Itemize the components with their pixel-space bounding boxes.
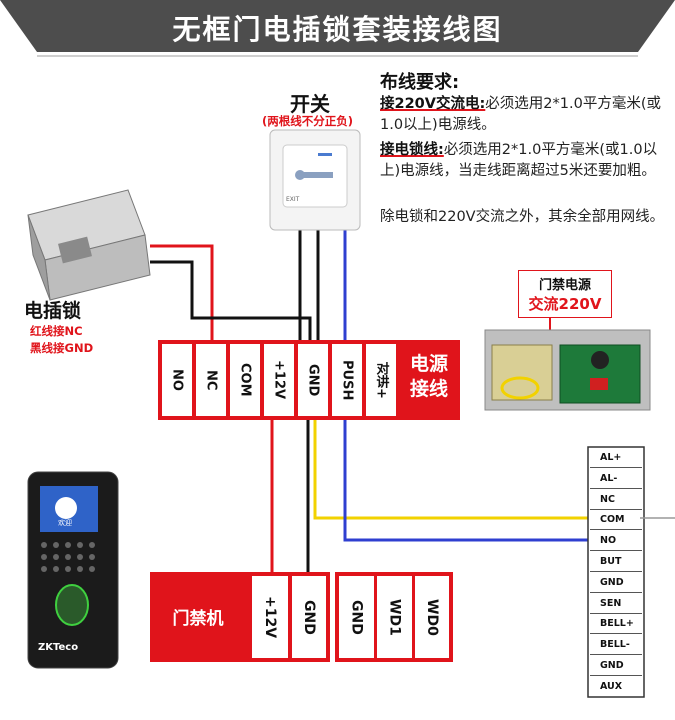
right-terminal-pin: BELL+: [590, 614, 642, 635]
right-terminal-pin: GND: [590, 656, 642, 676]
right-terminal-pin: COM: [590, 510, 642, 531]
requirement-2-em: 接电锁线:: [380, 142, 444, 158]
controller-pin-wd0: WD0: [415, 576, 449, 658]
power-terminal-label-line1: 电源: [409, 353, 448, 375]
access-controller-device: [27, 471, 119, 669]
controller-pin-12v: +12V: [252, 576, 288, 658]
yellow-wire-com: [313, 420, 590, 520]
lock-red-wire: [150, 244, 214, 340]
lock-note-red: 红线接NC: [30, 324, 83, 338]
right-terminal-pin: GND: [590, 573, 642, 593]
right-terminal-pin: AL+: [590, 448, 642, 468]
right-terminal-pin: BUT: [590, 552, 642, 572]
right-terminal-pin: BELL-: [590, 635, 642, 656]
title-banner: 无框门电插锁套装接线图: [0, 0, 675, 60]
requirement-3: 除电锁和220V交流之外，其余全部用网线。: [380, 209, 665, 225]
lock-label: 电插锁: [24, 300, 82, 322]
right-terminal-pin: NO: [590, 531, 642, 552]
right-terminal-pin: AL-: [590, 469, 642, 489]
lock-black-wire: [150, 260, 312, 340]
right-terminal-pin: NC: [590, 490, 642, 510]
controller-pin-wd1: WD1: [377, 576, 412, 658]
lock-note-black: 黑线接GND: [30, 341, 94, 355]
switch-note: (两根线不分正负): [262, 114, 354, 128]
blue-wire-no: [343, 420, 590, 542]
power-supply-label-box: 门禁电源 交流220V: [518, 270, 612, 318]
controller-pin-gnd-2: GND: [339, 576, 374, 658]
power-supply-label: 门禁电源: [538, 278, 591, 293]
requirements-heading: 布线要求:: [380, 72, 460, 93]
switch-label: 开关: [290, 92, 330, 116]
power-pin-12v: +12V: [264, 344, 294, 416]
power-supply-voltage: 交流220V: [528, 295, 602, 313]
power-pin-nc: NC: [196, 344, 226, 416]
power-supply-device: [484, 329, 651, 411]
power-pin-no: NO: [162, 344, 192, 416]
requirement-1-rest: 必须选用2*1.0平方毫米(或1.0以上)电源线。: [380, 96, 661, 133]
power-pin-gnd: GND: [298, 344, 328, 416]
right-terminal-pin: AUX: [600, 681, 623, 693]
requirement-2-rest: 必须选用2*1.0平方毫米(或1.0以上)电源线，当走线距离超过5米还要加粗。: [380, 142, 658, 179]
controller-pin-gnd: GND: [292, 576, 326, 658]
controller-label: 门禁机: [172, 609, 224, 629]
power-pin-push: PUSH: [332, 344, 362, 416]
switch-exit-text: EXIT: [286, 196, 300, 203]
switch-device: [269, 129, 361, 231]
power-terminal-label-line2: 接线: [409, 378, 448, 400]
requirement-2: 接电锁线:必须选用2*1.0平方毫米(或1.0以上)电源线，当走线距离超过5米还…: [380, 140, 670, 182]
power-pin-intercom: 对讲+: [366, 344, 396, 416]
lock-device: [27, 189, 151, 301]
right-terminal-pin: SEN: [590, 594, 642, 614]
power-pin-com: COM: [230, 344, 260, 416]
controller-screen-text: 欢迎: [58, 519, 72, 527]
requirement-1: 接220V交流电:必须选用2*1.0平方毫米(或1.0以上)电源线。: [380, 94, 670, 136]
title-banner-shape: [0, 0, 675, 57]
controller-brand: ZKTeco: [38, 642, 79, 653]
page-title: 无框门电插锁套装接线图: [172, 13, 503, 46]
power-terminal-label: 电源 接线: [398, 352, 460, 402]
requirement-1-em: 接220V交流电:: [380, 96, 486, 112]
